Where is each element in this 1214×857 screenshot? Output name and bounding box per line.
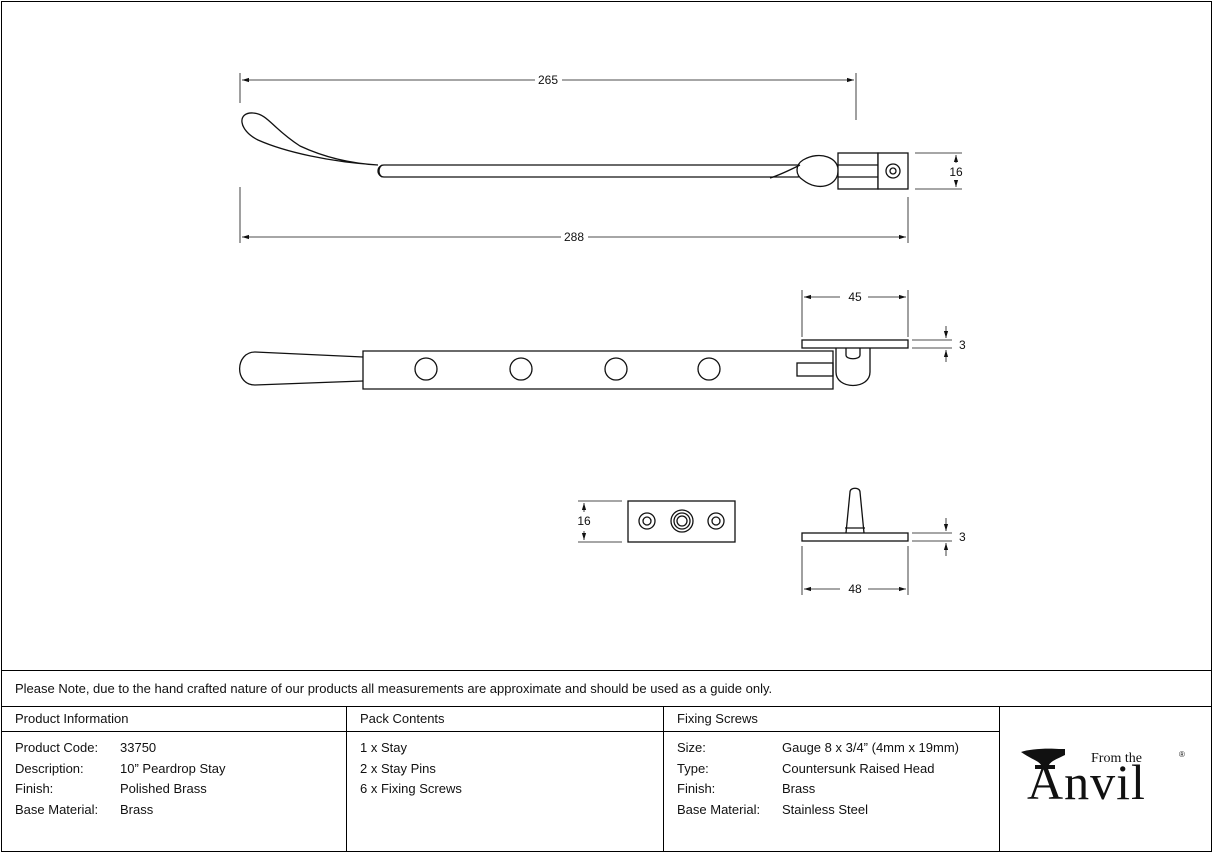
dimension-3-pin xyxy=(912,518,952,556)
dimension-16-top xyxy=(915,152,962,190)
product-information-panel: Product Information Product Code: 33750 … xyxy=(2,707,347,852)
logo-brand-text: Anvil xyxy=(1027,754,1146,810)
pack-item: 2 x Stay Pins xyxy=(360,760,436,776)
row-key: Base Material: xyxy=(677,801,761,817)
keep-plate-view xyxy=(627,500,736,543)
dimension-265 xyxy=(239,73,857,120)
description-row: Description: 10” Peardrop Stay xyxy=(15,761,346,782)
pack-item: 1 x Stay xyxy=(360,740,407,755)
row-key: Product Code: xyxy=(15,740,99,755)
pack-contents-heading: Pack Contents xyxy=(347,707,663,732)
dimension-label-16-plate: 16 xyxy=(577,514,591,528)
brand-logo-cell: From the Anvil ® xyxy=(999,707,1211,852)
top-view-stay xyxy=(241,112,909,190)
row-key: Base Material: xyxy=(15,801,99,817)
dimension-label-3-pin: 3 xyxy=(959,530,966,544)
dimension-label-265: 265 xyxy=(538,73,558,87)
product-information-heading: Product Information xyxy=(2,707,346,732)
row-key: Finish: xyxy=(677,781,716,797)
dimension-label-3-side: 3 xyxy=(959,338,966,352)
screw-size-row: Size: Gauge 8 x 3/4” (4mm x 19mm) xyxy=(677,740,999,761)
row-value: Brass xyxy=(120,801,154,817)
row-value: Brass xyxy=(782,781,816,797)
measurement-note: Please Note, due to the hand crafted nat… xyxy=(2,670,1211,707)
screw-finish-row: Finish: Brass xyxy=(677,781,999,802)
row-key: Finish: xyxy=(15,781,54,797)
logo-from-text: From the xyxy=(1091,751,1142,766)
finish-row: Finish: Polished Brass xyxy=(15,781,346,802)
anvil-logo: From the Anvil ® xyxy=(1021,748,1185,810)
dimension-label-48: 48 xyxy=(848,582,862,596)
fixing-screws-panel: Fixing Screws Size: Gauge 8 x 3/4” (4mm … xyxy=(664,707,1000,852)
dimension-48 xyxy=(801,546,909,595)
row-value: Stainless Steel xyxy=(782,801,868,817)
row-key: Size: xyxy=(677,740,706,755)
technical-drawing: 265 288 16 45 xyxy=(239,73,966,596)
dimension-label-16-top: 16 xyxy=(949,165,963,179)
row-key: Description: xyxy=(15,760,84,776)
fixing-screws-heading: Fixing Screws xyxy=(664,707,999,732)
dimension-45 xyxy=(801,290,909,337)
dimension-3-side xyxy=(912,326,952,362)
dimension-16-plate xyxy=(578,500,622,543)
row-value: 10” Peardrop Stay xyxy=(120,760,226,776)
anvil-icon xyxy=(1021,748,1065,769)
dimension-288 xyxy=(239,187,909,243)
dimension-label-288: 288 xyxy=(564,230,584,244)
product-code-row: Product Code: 33750 xyxy=(15,740,346,761)
pack-item: 6 x Fixing Screws xyxy=(360,781,462,797)
side-view-stay xyxy=(239,339,909,390)
registered-mark: ® xyxy=(1179,750,1185,759)
base-material-row: Base Material: Brass xyxy=(15,802,346,823)
row-value: Countersunk Raised Head xyxy=(782,760,935,776)
row-key: Type: xyxy=(677,760,709,776)
dimension-label-45: 45 xyxy=(848,290,862,304)
pack-contents-panel: Pack Contents 1 x Stay 2 x Stay Pins 6 x… xyxy=(347,707,664,852)
row-value: Gauge 8 x 3/4” (4mm x 19mm) xyxy=(782,740,959,755)
stay-pin-view xyxy=(801,487,909,542)
row-value: 33750 xyxy=(120,740,157,755)
screw-type-row: Type: Countersunk Raised Head xyxy=(677,761,999,782)
row-value: Polished Brass xyxy=(120,781,207,797)
screw-material-row: Base Material: Stainless Steel xyxy=(677,802,999,823)
